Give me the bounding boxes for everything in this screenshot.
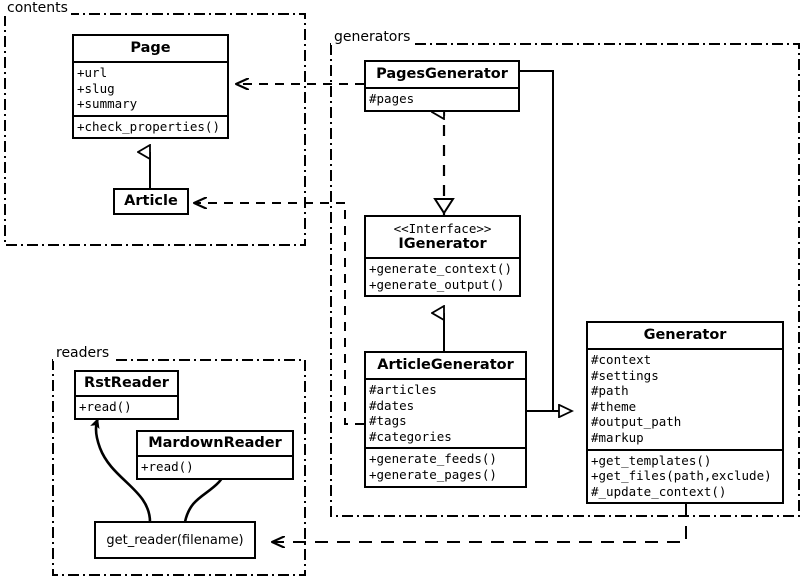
method-item: +generate_pages() bbox=[369, 466, 497, 482]
attribute-item: #context bbox=[591, 352, 652, 367]
class-title-mardownreader: MardownReader bbox=[148, 435, 282, 451]
attribute-item: #dates bbox=[369, 397, 415, 413]
method-item: +read() bbox=[141, 459, 194, 474]
class-box-page[interactable]: Page +url +slug +summary +check_properti… bbox=[72, 34, 229, 140]
method-item: +get_files(path,exclude) bbox=[591, 468, 772, 484]
method-item: +check_properties() bbox=[77, 118, 220, 134]
generalization-pagesgenerator-generator bbox=[520, 70, 572, 411]
class-title-igenerator: <<Interface>> IGenerator bbox=[366, 217, 519, 257]
method-item: +generate_feeds() bbox=[369, 451, 497, 467]
class-attributes-pagesgenerator: #pages bbox=[366, 87, 518, 110]
class-box-mardownreader[interactable]: MardownReader +read() bbox=[136, 430, 294, 480]
class-title-page: Page bbox=[130, 40, 171, 56]
class-attributes-page: +url +slug +summary bbox=[74, 61, 227, 115]
class-name-igenerator: IGenerator bbox=[398, 236, 487, 252]
class-methods-mardownreader: +read() bbox=[138, 455, 292, 478]
class-methods-generator: +get_templates() +get_files(path,exclude… bbox=[588, 448, 782, 503]
dependency-articlegenerator-article bbox=[194, 203, 364, 425]
attribute-item: #tags bbox=[369, 413, 407, 429]
method-item: +generate_output() bbox=[369, 276, 505, 292]
class-box-article[interactable]: Article bbox=[113, 188, 189, 215]
class-attributes-generator: #context #settings #path #theme #output_… bbox=[588, 348, 782, 449]
attribute-item: #settings bbox=[591, 367, 659, 383]
attribute-item: +url bbox=[77, 65, 108, 80]
function-label-get-reader: get_reader(filename) bbox=[106, 532, 244, 548]
dependency-generator-getreader bbox=[272, 504, 687, 542]
attribute-item: #output_path bbox=[591, 414, 682, 430]
attribute-item: #theme bbox=[591, 398, 637, 414]
class-box-rstreader[interactable]: RstReader +read() bbox=[74, 370, 179, 420]
class-attributes-articlegenerator: #articles #dates #tags #categories bbox=[366, 378, 525, 447]
package-label-contents: contents bbox=[4, 0, 71, 16]
package-label-readers: readers bbox=[53, 345, 113, 361]
attribute-item: #categories bbox=[369, 428, 452, 444]
class-title-article: Article bbox=[124, 193, 178, 209]
attribute-item: +slug bbox=[77, 80, 115, 96]
class-methods-articlegenerator: +generate_feeds() +generate_pages() bbox=[366, 447, 525, 485]
realization-arrowhead-igenerator bbox=[433, 198, 455, 215]
class-box-articlegenerator[interactable]: ArticleGenerator #articles #dates #tags … bbox=[364, 351, 527, 488]
attribute-item: #pages bbox=[369, 91, 415, 106]
package-label-generators: generators bbox=[331, 29, 414, 45]
method-item: +get_templates() bbox=[591, 452, 712, 468]
class-box-igenerator[interactable]: <<Interface>> IGenerator +generate_conte… bbox=[364, 215, 521, 298]
class-title-generator: Generator bbox=[643, 327, 727, 343]
method-item: #_update_context() bbox=[591, 483, 727, 499]
class-title-pagesgenerator: PagesGenerator bbox=[376, 66, 508, 82]
class-stereotype-igenerator: <<Interface>> bbox=[393, 221, 492, 236]
class-methods-igenerator: +generate_context() +generate_output() bbox=[366, 257, 519, 295]
class-methods-rstreader: +read() bbox=[76, 395, 177, 418]
class-title-rstreader: RstReader bbox=[84, 375, 169, 391]
method-item: +generate_context() bbox=[369, 261, 512, 276]
class-title-articlegenerator: ArticleGenerator bbox=[377, 357, 514, 373]
class-box-pagesgenerator[interactable]: PagesGenerator #pages bbox=[364, 60, 520, 112]
attribute-item: #path bbox=[591, 383, 629, 399]
attribute-item: +summary bbox=[77, 96, 138, 112]
method-item: +read() bbox=[79, 399, 132, 414]
attribute-item: #articles bbox=[369, 382, 437, 397]
attribute-item: #markup bbox=[591, 429, 644, 445]
class-methods-page: +check_properties() bbox=[74, 114, 227, 138]
class-box-generator[interactable]: Generator #context #settings #path #them… bbox=[586, 321, 784, 505]
function-box-get-reader[interactable]: get_reader(filename) bbox=[94, 521, 256, 559]
